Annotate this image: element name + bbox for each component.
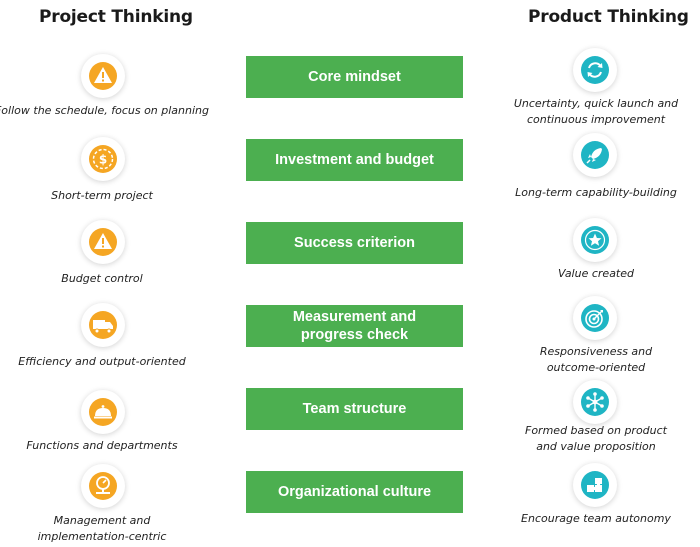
target-icon xyxy=(573,296,617,340)
center-box-success-criterion: Success criterion xyxy=(246,222,463,264)
center-box-measurement: Measurement and progress check xyxy=(246,305,463,347)
center-box-measurement-line2: progress check xyxy=(300,327,409,343)
right-caption-1-line2: continuous improvement xyxy=(526,113,666,126)
right-caption-5: Formed based on product and value propos… xyxy=(476,423,700,455)
right-caption-6: Encourage team autonomy xyxy=(521,512,671,525)
left-caption-3: Budget control xyxy=(61,272,143,285)
left-caption-6-line2: implementation-centric xyxy=(37,530,167,543)
warning-icon xyxy=(81,54,125,98)
left-caption-6-line1: Management and xyxy=(53,514,151,527)
bell-icon xyxy=(81,390,125,434)
network-icon xyxy=(573,380,617,424)
left-caption-6: Management and implementation-centric xyxy=(0,513,222,545)
refresh-icon xyxy=(573,48,617,92)
truck-icon xyxy=(81,303,125,347)
right-caption-4: Responsiveness and outcome-oriented xyxy=(476,344,700,376)
left-caption-4: Efficiency and output-oriented xyxy=(18,355,186,368)
right-caption-4-line2: outcome-oriented xyxy=(546,361,646,374)
left-heading: Project Thinking xyxy=(39,7,193,27)
right-caption-2: Long-term capability-building xyxy=(515,186,677,199)
center-box-measurement-line1: Measurement and xyxy=(292,309,417,325)
right-caption-5-line2: and value proposition xyxy=(536,440,656,453)
rocket-icon xyxy=(573,133,617,177)
left-caption-1: Follow the schedule, focus on planning xyxy=(0,104,209,117)
warning-icon xyxy=(81,220,125,264)
coin-icon: $ xyxy=(81,137,125,181)
center-box-org-culture: Organizational culture xyxy=(246,471,463,513)
center-box-core-mindset: Core mindset xyxy=(246,56,463,98)
right-caption-3: Value created xyxy=(558,267,634,280)
gauge-icon xyxy=(81,464,125,508)
puzzle-icon xyxy=(573,463,617,507)
right-caption-5-line1: Formed based on product xyxy=(525,424,667,437)
right-caption-1-line1: Uncertainty, quick launch and xyxy=(513,97,679,110)
svg-text:$: $ xyxy=(99,153,107,167)
center-box-team-structure: Team structure xyxy=(246,388,463,430)
right-caption-1: Uncertainty, quick launch and continuous… xyxy=(476,96,700,128)
left-caption-2: Short-term project xyxy=(51,189,153,202)
right-heading: Product Thinking xyxy=(528,7,689,27)
right-caption-4-line1: Responsiveness and xyxy=(539,345,653,358)
star-icon xyxy=(573,218,617,262)
left-caption-5: Functions and departments xyxy=(26,439,178,452)
center-box-investment-budget: Investment and budget xyxy=(246,139,463,181)
